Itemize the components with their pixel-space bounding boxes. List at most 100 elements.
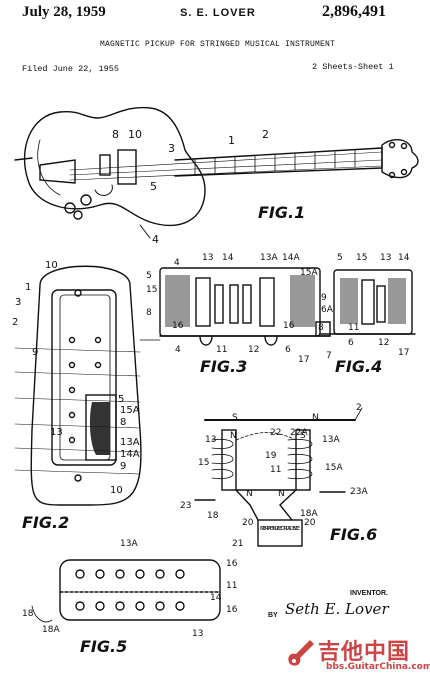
fig2-ref-1: 1 bbox=[25, 282, 31, 293]
fig3-ref-16: 16 bbox=[172, 321, 184, 331]
fig6-ref-20: 20 bbox=[242, 518, 254, 528]
fig6-ref-22: 22 bbox=[270, 428, 281, 438]
patent-title: MAGNETIC PICKUP FOR STRINGED MUSICAL INS… bbox=[100, 40, 336, 49]
fig1-label: FIG.1 bbox=[258, 203, 305, 222]
fig4-ref-6a: 6A bbox=[321, 305, 334, 315]
fig4-label: FIG.4 bbox=[335, 357, 382, 376]
inventor-label: INVENTOR. bbox=[350, 590, 388, 597]
fig3-ref-13a: 13A bbox=[260, 253, 278, 263]
guitar-logo-icon bbox=[288, 640, 314, 666]
fig6-ref-n1: N bbox=[312, 413, 319, 423]
watermark-url: bbs.GuitarChina.com bbox=[326, 662, 430, 672]
fig2-ref-10b: 10 bbox=[110, 485, 123, 496]
fig4-ref-15: 15 bbox=[356, 253, 367, 263]
fig3-ref-17: 17 bbox=[298, 355, 309, 365]
fig4-ref-14: 14 bbox=[398, 253, 410, 263]
fig3-ref-8: 8 bbox=[146, 308, 152, 318]
fig2-label: FIG.2 bbox=[22, 513, 69, 532]
fig6-ref-18a: 18A bbox=[300, 509, 318, 519]
fig6-ref-15: 15 bbox=[198, 458, 209, 468]
fig3-label: FIG.3 bbox=[200, 357, 247, 376]
fig5-ref-18a: 18A bbox=[42, 625, 60, 635]
fig5-ref-11: 11 bbox=[226, 581, 237, 591]
fig6-device-label: INTERPRETING ELECTRICAL DEVICE bbox=[260, 526, 300, 532]
fig6-ref-11: 11 bbox=[270, 465, 281, 475]
fig1-guitar bbox=[14, 106, 419, 239]
fig6-ref-n3: N bbox=[246, 489, 253, 499]
fig2-ref-5: 5 bbox=[118, 394, 124, 405]
fig3-ref-4: 4 bbox=[174, 258, 180, 268]
fig1-ref-2: 2 bbox=[262, 128, 269, 141]
fig2-pickup-top bbox=[14, 265, 142, 506]
fig3-ref-13: 13 bbox=[202, 253, 213, 263]
fig2-ref-8: 8 bbox=[120, 417, 126, 428]
fig4-ref-9: 9 bbox=[321, 293, 327, 303]
fig5-ref-18: 18 bbox=[22, 609, 34, 619]
watermark: 吉他中国 bbs.GuitarChina.com bbox=[282, 630, 430, 680]
fig5-ref-14: 14 bbox=[210, 593, 222, 603]
fig5-pickup bbox=[31, 559, 221, 623]
fig1-ref-5: 5 bbox=[150, 180, 157, 193]
fig5-label: FIG.5 bbox=[80, 637, 127, 656]
fig6-ref-22a: 22A bbox=[290, 428, 308, 438]
fig6-ref-n2: N bbox=[230, 431, 237, 441]
fig4-ref-12: 12 bbox=[378, 338, 389, 348]
fig6-ref-20b: 20 bbox=[304, 518, 316, 528]
inventor-name: S. E. LOVER bbox=[180, 7, 256, 19]
by-label: BY bbox=[268, 612, 278, 619]
fig2-ref-13: 13 bbox=[50, 427, 63, 438]
fig2-ref-14a: 14A bbox=[120, 449, 140, 460]
inventor-signature: Seth E. Lover bbox=[285, 600, 389, 618]
fig3-section bbox=[139, 267, 331, 346]
fig4-ref-17: 17 bbox=[398, 348, 409, 358]
fig3-ref-14: 14 bbox=[222, 253, 234, 263]
fig2-ref-10: 10 bbox=[45, 260, 58, 271]
fig3-ref-6: 6 bbox=[285, 345, 291, 355]
fig1-ref-3: 3 bbox=[168, 142, 175, 155]
fig4-ref-13: 13 bbox=[380, 253, 391, 263]
fig4-ref-11: 11 bbox=[348, 323, 359, 333]
fig1-ref-8: 8 bbox=[112, 128, 119, 141]
fig2-ref-9b: 9 bbox=[120, 461, 126, 472]
fig6-ref-23a: 23A bbox=[350, 487, 368, 497]
fig6-ref-13: 13 bbox=[205, 435, 216, 445]
sheet-count: 2 Sheets-Sheet 1 bbox=[312, 62, 394, 72]
fig5-ref-13: 13 bbox=[192, 629, 203, 639]
fig5-ref-16: 16 bbox=[226, 559, 238, 569]
fig3-ref-5: 5 bbox=[146, 271, 152, 281]
fig5-ref-13a: 13A bbox=[120, 539, 138, 549]
fig6-ref-13a: 13A bbox=[322, 435, 340, 445]
fig4-ref-6: 6 bbox=[348, 338, 354, 348]
fig6-ref-19: 19 bbox=[265, 451, 277, 461]
fig3-ref-15: 15 bbox=[146, 285, 157, 295]
fig3-ref-15a: 15A bbox=[300, 268, 318, 278]
fig4-section bbox=[315, 269, 416, 337]
patent-number: 2,896,491 bbox=[322, 3, 386, 20]
fig3-ref-12: 12 bbox=[248, 345, 259, 355]
fig4-ref-8: 8 bbox=[318, 323, 324, 333]
fig2-ref-3: 3 bbox=[15, 297, 21, 308]
fig5-ref-16b: 16 bbox=[226, 605, 238, 615]
fig6-schematic bbox=[194, 407, 363, 547]
fig6-ref-s1: S bbox=[232, 413, 238, 423]
fig6-ref-15a: 15A bbox=[325, 463, 343, 473]
fig1-ref-10: 10 bbox=[128, 128, 142, 141]
fig1-ref-4: 4 bbox=[152, 233, 159, 246]
fig2-ref-9: 9 bbox=[32, 347, 38, 358]
fig6-ref-s2: S bbox=[300, 431, 306, 441]
fig3-ref-11: 11 bbox=[216, 345, 227, 355]
patent-date: July 28, 1959 bbox=[22, 4, 106, 20]
fig4-ref-7: 7 bbox=[326, 351, 332, 361]
fig3-ref-14a: 14A bbox=[282, 253, 300, 263]
watermark-text: 吉他中国 bbox=[318, 640, 411, 665]
fig2-ref-15a: 15A bbox=[120, 405, 140, 416]
fig6-label: FIG.6 bbox=[330, 525, 377, 544]
fig6-ref-n4: N bbox=[278, 489, 285, 499]
fig6-ref-18: 18 bbox=[207, 511, 219, 521]
fig3-ref-4b: 4 bbox=[175, 345, 181, 355]
filed-date: Filed June 22, 1955 bbox=[22, 64, 119, 74]
fig2-ref-2: 2 bbox=[12, 317, 18, 328]
fig3-ref-16b: 16 bbox=[283, 321, 295, 331]
fig2-ref-13a: 13A bbox=[120, 437, 140, 448]
